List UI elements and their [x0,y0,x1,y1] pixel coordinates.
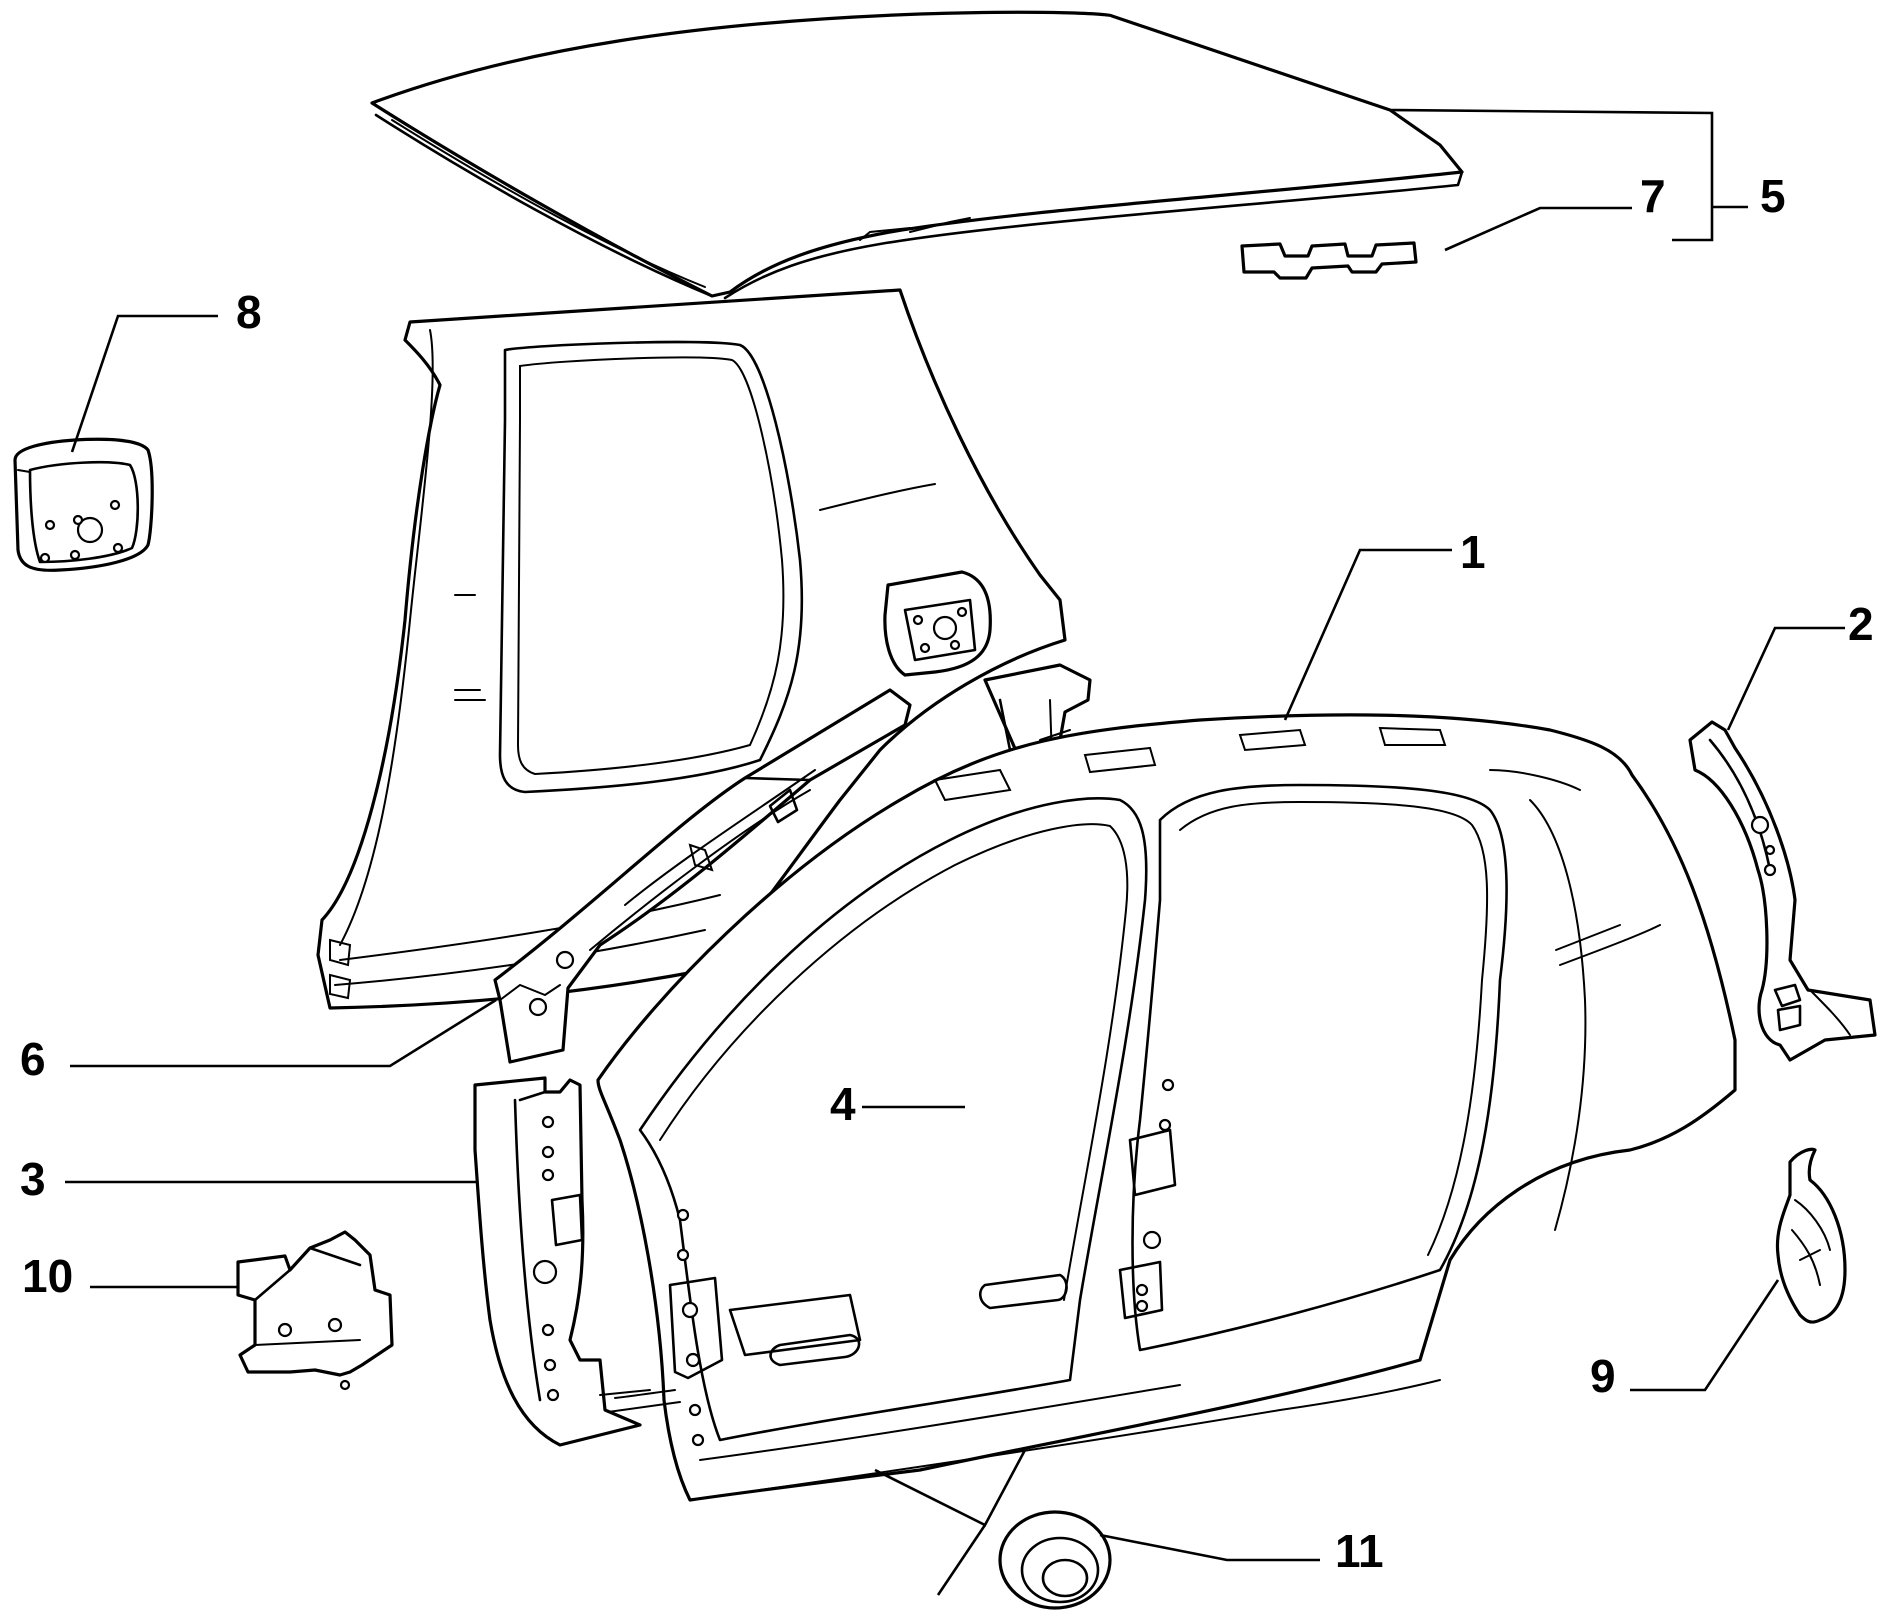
leader-8 [70,314,218,453]
leader-11 [1099,1533,1320,1562]
callout-7: 7 [1640,170,1666,222]
outer-side-panel [596,713,1737,1502]
callout-6: 6 [20,1033,46,1085]
leader-9 [1630,1279,1780,1392]
leader-11-c [936,1524,987,1596]
leader-1 [1283,548,1452,721]
rear-arch-bracket [1775,1147,1847,1324]
rear-pillar-reinforcement [1688,720,1877,1062]
callout-8: 8 [236,286,262,338]
leader-6 [70,998,497,1068]
callout-9: 9 [1590,1350,1616,1402]
front-pillar-reinforcement [493,688,912,1064]
callout-5: 5 [1760,170,1786,222]
roof-panel [370,10,1464,300]
callout-3: 3 [20,1153,46,1205]
leader-lines [65,108,1845,1596]
callout-4: 4 [830,1078,856,1130]
callout-2: 2 [1848,598,1874,650]
callout-1: 1 [1460,526,1486,578]
callout-10: 10 [22,1250,73,1302]
callout-11: 11 [1335,1525,1384,1577]
fuel-flap-housing [13,437,154,572]
hinge-pillar-reinforcement [473,1076,651,1447]
inner-side-frame [316,288,1067,1010]
leader-5-bracket [1389,108,1714,242]
leader-7 [1444,206,1632,252]
callout-labels: 1 2 3 4 5 6 7 8 9 10 11 [20,170,1874,1577]
roof-crossmember [1240,241,1418,280]
drain-plug [998,1510,1112,1610]
fuel-flap-housing-mounted [883,570,992,677]
jack-point-bracket [236,1230,394,1391]
leader-2 [1726,626,1845,731]
